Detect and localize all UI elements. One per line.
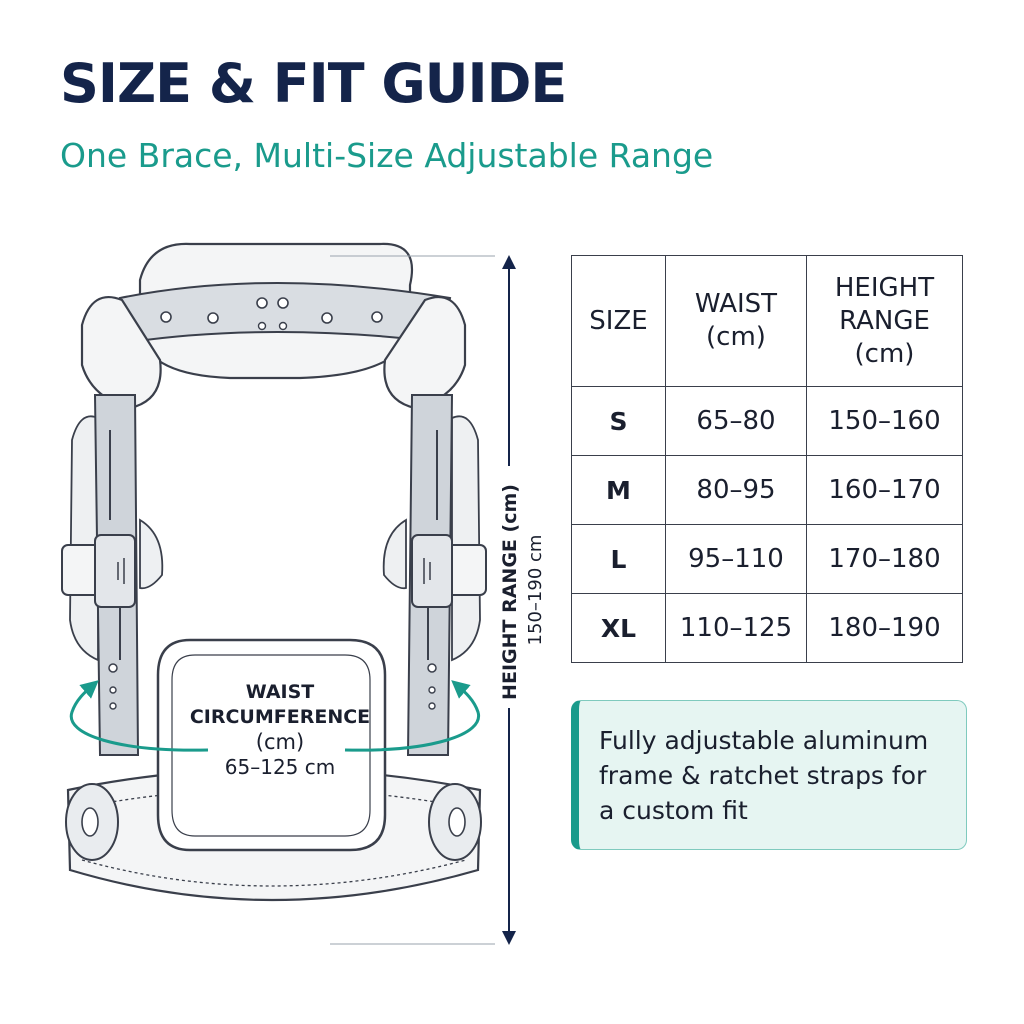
waist-range: 65–125 cm: [225, 755, 335, 779]
size-cell: M: [571, 455, 666, 525]
note-line: a custom fit: [599, 796, 748, 825]
height-cell: 180–190: [806, 593, 963, 663]
shoulder-pad-left: [80, 295, 162, 410]
size-table: SIZE WAIST (cm) HEIGHT RANGE (cm) S 65–8…: [571, 255, 963, 663]
table-row: L 95–110 170–180: [571, 524, 963, 594]
hip-hinge-right: [428, 783, 482, 861]
waist-cell: 95–110: [665, 524, 807, 594]
table-header-row: SIZE WAIST (cm) HEIGHT RANGE (cm): [571, 255, 963, 387]
waist-label-unit: (cm): [256, 730, 304, 754]
height-cell: 160–170: [806, 455, 963, 525]
waist-arrow-right: [344, 680, 481, 752]
header-line: WAIST: [694, 289, 778, 319]
size-cell: S: [571, 386, 666, 456]
height-range: 150–190 cm: [525, 535, 546, 646]
size-cell: XL: [571, 593, 666, 663]
header-height-range: HEIGHT RANGE (cm): [806, 255, 963, 387]
page-title: SIZE & FIT GUIDE: [60, 52, 567, 115]
header-size: SIZE: [571, 255, 666, 387]
waist-cell: 110–125: [665, 593, 807, 663]
height-label: HEIGHT RANGE (cm): [499, 484, 521, 700]
header-line: RANGE: [839, 305, 930, 336]
page-subtitle: One Brace, Multi-Size Adjustable Range: [60, 136, 714, 175]
table-row: S 65–80 150–160: [571, 386, 963, 456]
shoulder-frame: [118, 242, 452, 380]
shoulder-pad-right: [383, 295, 467, 410]
note-text: Fully adjustable aluminum frame & ratche…: [599, 723, 952, 828]
height-cell: 150–160: [806, 386, 963, 456]
waist-cell: 80–95: [665, 455, 807, 525]
header-line: SIZE: [589, 305, 648, 336]
side-bar-left: [61, 394, 164, 756]
waist-label-line2: CIRCUMFERENCE: [190, 706, 370, 728]
header-line: HEIGHT: [834, 272, 935, 303]
height-dimension: [330, 255, 516, 945]
note-line: Fully adjustable aluminum: [599, 726, 929, 755]
side-bar-right: [382, 394, 487, 756]
header-waist: WAIST (cm): [665, 255, 807, 387]
adjustability-note: Fully adjustable aluminum frame & ratche…: [571, 700, 967, 850]
lumbar-pad: [156, 638, 387, 852]
waist-arrow-left: [69, 680, 209, 752]
note-line: frame & ratchet straps for: [599, 761, 927, 790]
table-row: M 80–95 160–170: [571, 455, 963, 525]
waist-cell: 65–80: [665, 386, 807, 456]
header-line: (cm): [706, 322, 766, 352]
height-cell: 170–180: [806, 524, 963, 594]
size-cell: L: [571, 524, 666, 594]
waist-label-line1: WAIST: [246, 681, 315, 703]
header-line: (cm): [854, 338, 915, 369]
table-row: XL 110–125 180–190: [571, 593, 963, 663]
hip-hinge-left: [65, 783, 119, 861]
